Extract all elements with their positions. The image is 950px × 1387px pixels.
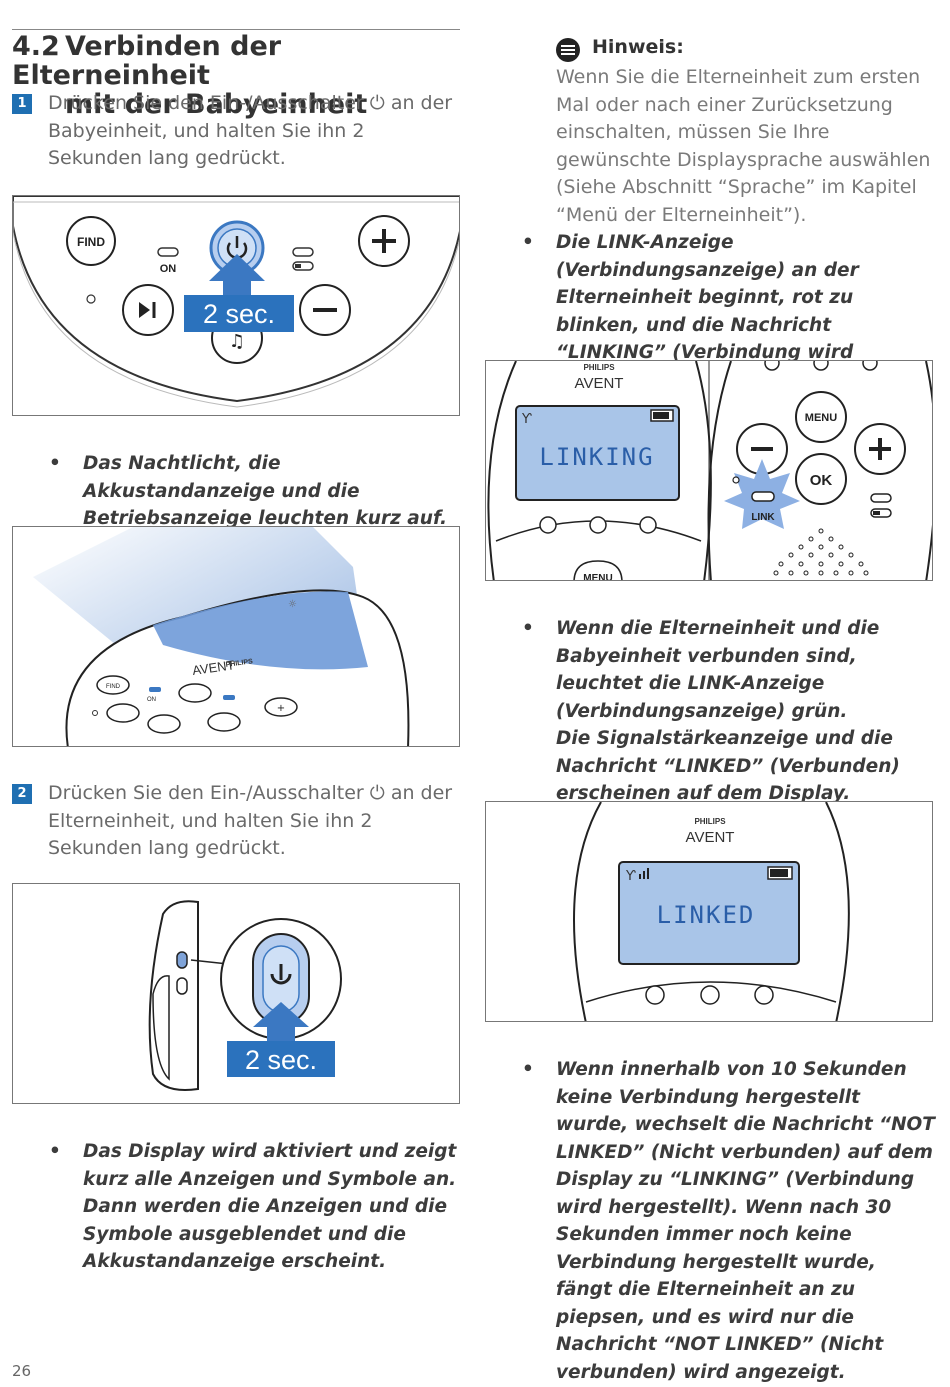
power-button bbox=[209, 220, 265, 276]
section-title-line1: Verbinden der Elterneinheit bbox=[12, 31, 282, 91]
bullet-5-text: Wenn innerhalb von 10 Sekunden keine Ver… bbox=[556, 1059, 935, 1383]
step-1: 1 Drücken Sie den Ein-/Ausschalter ⏻ an … bbox=[12, 90, 457, 173]
svg-text:☼: ☼ bbox=[288, 599, 297, 610]
svg-text:♫: ♫ bbox=[229, 331, 245, 352]
bullet-5: •Wenn innerhalb von 10 Sekunden keine Ve… bbox=[522, 1059, 935, 1383]
fig4-link: LINK bbox=[751, 512, 775, 523]
section-number: 4.2 bbox=[12, 31, 60, 62]
svg-text:+: + bbox=[277, 703, 285, 714]
play-button bbox=[122, 284, 174, 336]
step-2: 2 Drücken Sie den Ein-/Ausschalter ⏻ an … bbox=[12, 780, 457, 863]
bullet-4: •Wenn die Elterneinheit und die Babyeinh… bbox=[522, 618, 900, 804]
top-rule bbox=[12, 29, 460, 30]
figure-linked: PHILIPS AVENT Ƴ LINKED bbox=[485, 801, 933, 1022]
page-number: 26 bbox=[12, 1362, 32, 1380]
figure-baby-unit-nightlight: ☼ PHILIPS AVENT FIND ON + bbox=[12, 526, 460, 747]
fig4-menu: MENU bbox=[805, 412, 837, 424]
on-label: ON bbox=[160, 263, 177, 275]
step-1-text: Drücken Sie den Ein-/Ausschalter ⏻ an de… bbox=[48, 92, 453, 169]
bullet-2-text: Das Display wird aktiviert und zeigt kur… bbox=[83, 1141, 457, 1272]
note-text: Wenn Sie die Elterneinheit zum ersten Ma… bbox=[556, 66, 931, 226]
bullet-1: •Das Nachtlicht, die Akkustandanzeige un… bbox=[49, 453, 448, 529]
bullet-4-line2: Die Signalstärkeanzeige und die Nachrich… bbox=[556, 728, 900, 804]
section-title-line2: mit der Babyeinheit bbox=[65, 89, 368, 120]
note-icon bbox=[556, 38, 580, 62]
bullet-4-line1: Wenn die Elterneinheit und die Babyeinhe… bbox=[556, 618, 880, 722]
step-2-text: Drücken Sie den Ein-/Ausschalter ⏻ an de… bbox=[48, 782, 453, 859]
fig5-screen: LINKED bbox=[657, 901, 756, 929]
step-2-badge: 2 bbox=[12, 784, 32, 804]
fig2-find: FIND bbox=[106, 684, 121, 690]
minus-button bbox=[299, 284, 351, 336]
note-heading: Hinweis: bbox=[592, 36, 684, 58]
svg-text:Ƴ: Ƴ bbox=[521, 412, 532, 427]
figure-baby-unit-top: FIND ON ♫ bbox=[12, 195, 460, 416]
figure-linking: PHILIPS AVENT Ƴ LINKING MENU MENU OK LIN… bbox=[485, 360, 933, 581]
figure-parent-unit-side: 2 sec. bbox=[12, 883, 460, 1104]
fig4-ok: OK bbox=[810, 472, 833, 489]
fig5-brand-small: PHILIPS bbox=[694, 817, 726, 826]
fig4-brand-small: PHILIPS bbox=[583, 363, 615, 372]
bullet-2: •Das Display wird aktiviert und zeigt ku… bbox=[49, 1141, 457, 1272]
fig5-brand: AVENT bbox=[686, 829, 735, 846]
find-label: FIND bbox=[77, 235, 105, 249]
fig4-screen: LINKING bbox=[539, 443, 654, 471]
fig2-on: ON bbox=[147, 697, 156, 703]
fig2-brand-small: PHILIPS bbox=[225, 658, 253, 669]
sec-label-1: 2 sec. bbox=[203, 299, 275, 329]
plus-button bbox=[358, 215, 410, 267]
fig4-menu-bottom: MENU bbox=[583, 573, 612, 581]
press-arrow bbox=[209, 254, 265, 296]
fig2-brand: AVENT bbox=[191, 657, 235, 678]
step-1-badge: 1 bbox=[12, 94, 32, 114]
bullet-1-text: Das Nachtlicht, die Akkustandanzeige und… bbox=[83, 453, 448, 529]
find-button: FIND bbox=[66, 216, 116, 266]
fig4-brand: AVENT bbox=[575, 375, 624, 392]
sec-label-2: 2 sec. bbox=[245, 1045, 317, 1075]
svg-text:Ƴ: Ƴ bbox=[625, 869, 636, 884]
